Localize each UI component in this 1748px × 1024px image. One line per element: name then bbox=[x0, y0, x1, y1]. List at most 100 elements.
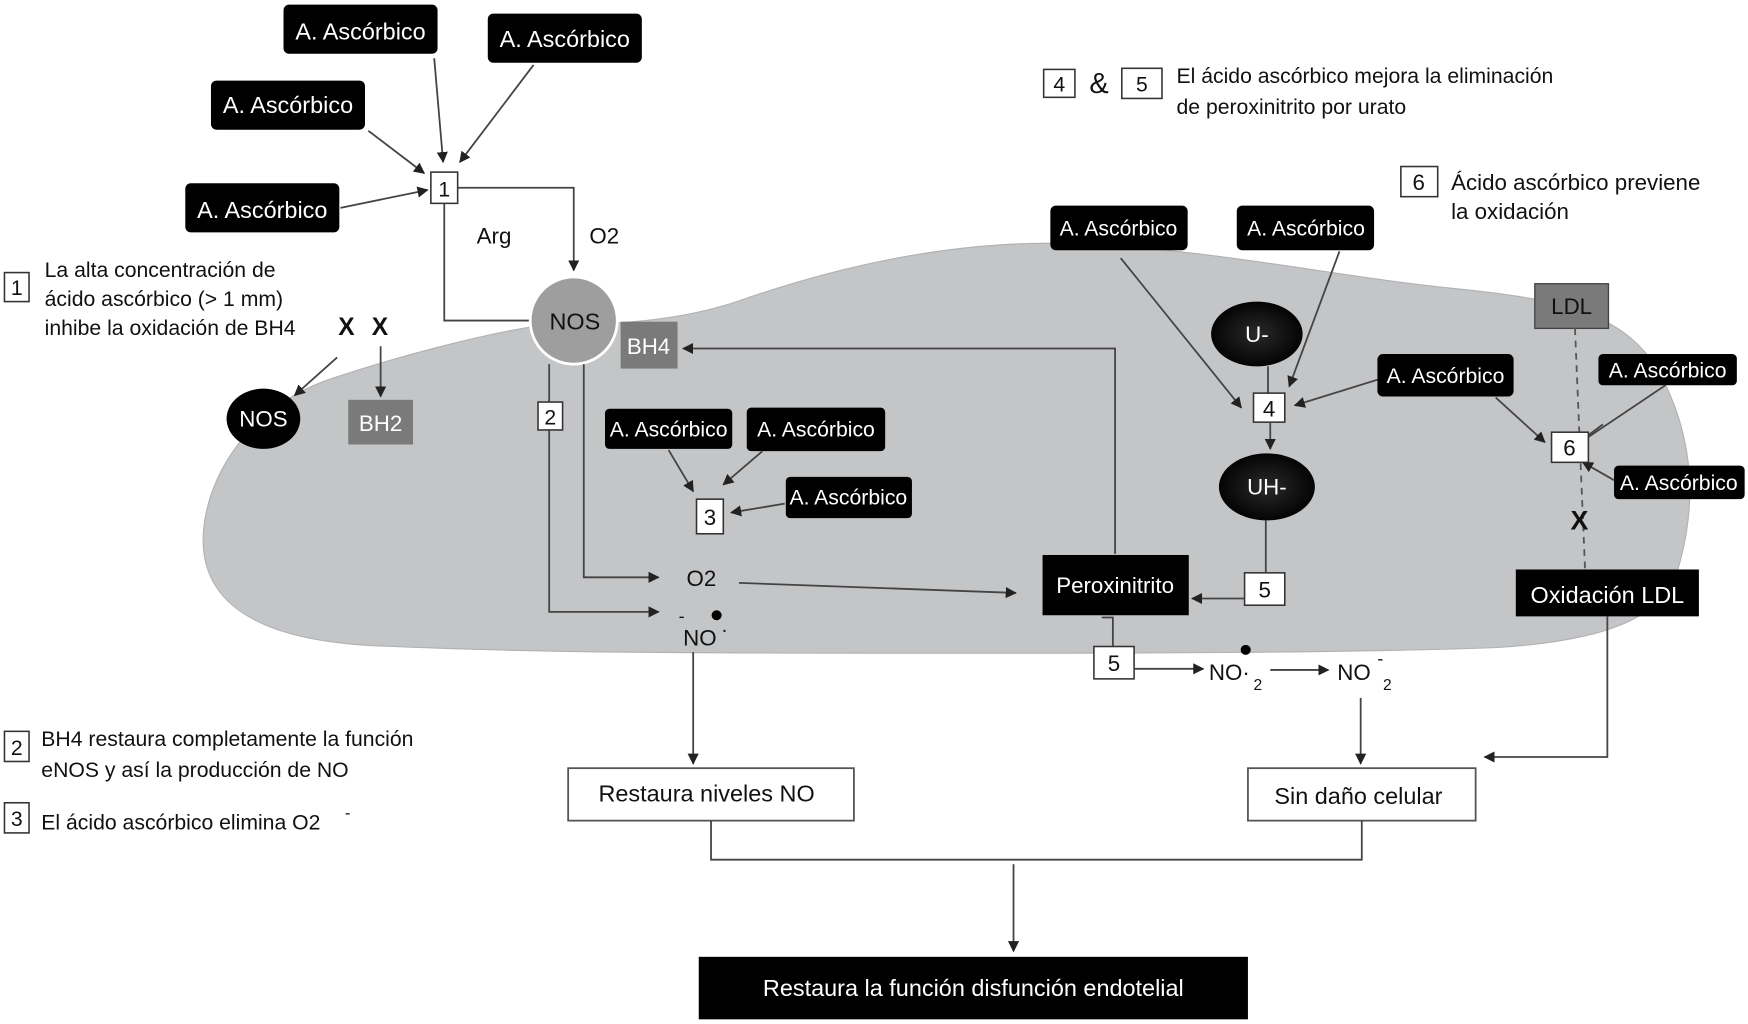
step-6-box bbox=[1550, 431, 1590, 464]
ascorbic-acid-box: A. Ascórbico bbox=[1236, 205, 1375, 251]
sin-dano-celular-label: Sin daño celular bbox=[1274, 783, 1442, 809]
svg-text:-: - bbox=[345, 803, 351, 822]
arrow-ascorbic-to-step3 bbox=[667, 449, 694, 493]
step-4-box bbox=[1252, 392, 1286, 423]
ldl-label: LDL bbox=[1551, 294, 1592, 319]
bh2-box bbox=[348, 399, 414, 445]
legend-item-1: 1 La alta concentración de ácido ascórbi… bbox=[3, 259, 296, 340]
svg-text:El ácido ascórbico mejora la e: El ácido ascórbico mejora la eliminación bbox=[1176, 65, 1553, 88]
legend-number: 1 bbox=[11, 277, 23, 300]
step-5-label: 5 bbox=[1258, 577, 1270, 602]
bh4-box bbox=[620, 321, 678, 369]
svg-text:6: 6 bbox=[1413, 170, 1425, 195]
arrow-ascorbic-to-step6 bbox=[1581, 461, 1615, 481]
legend-text-line: inhibe la oxidación de BH4 bbox=[45, 317, 296, 340]
step-6-label: 6 bbox=[1563, 436, 1575, 461]
no-radical-dot: · bbox=[721, 619, 728, 641]
step-2-box bbox=[537, 401, 564, 431]
svg-text:BH4 restaura completamente la: BH4 restaura completamente la función bbox=[41, 728, 413, 751]
svg-text:A. Ascórbico: A. Ascórbico bbox=[1609, 359, 1727, 382]
no2-subscript: 2 bbox=[1254, 677, 1263, 694]
u-minus-label: U- bbox=[1245, 322, 1269, 347]
inactive-nos-oval bbox=[226, 388, 301, 449]
svg-text:eNOS y así la producción de NO: eNOS y así la producción de NO bbox=[41, 759, 348, 782]
inhibition-x-mark: X bbox=[372, 314, 389, 341]
arrow-ascorbic-to-step3 bbox=[722, 450, 763, 486]
arrow-to-inactive-nos bbox=[293, 356, 338, 397]
svg-text:A. Ascórbico: A. Ascórbico bbox=[1387, 365, 1505, 388]
radical-dot-icon bbox=[1240, 644, 1251, 655]
ascorbic-acid-box: A. Ascórbico bbox=[185, 183, 340, 233]
svg-text:A. Ascórbico: A. Ascórbico bbox=[500, 26, 630, 52]
merge-connector bbox=[710, 820, 1363, 861]
arrow-nos-to-no bbox=[548, 364, 660, 618]
ldl-inhibition-x-mark: X bbox=[1571, 505, 1589, 535]
legend-text-line: La alta concentración de bbox=[45, 259, 276, 282]
svg-text:A. Ascórbico: A. Ascórbico bbox=[1247, 218, 1365, 241]
svg-text:3: 3 bbox=[11, 808, 23, 831]
arrow-nos-to-o2 bbox=[582, 364, 660, 583]
ldl-oxidation-label: Oxidación LDL bbox=[1530, 582, 1684, 608]
nos-enzyme-label: NOS bbox=[549, 308, 600, 334]
svg-text:5: 5 bbox=[1136, 74, 1148, 97]
svg-text:A. Ascórbico: A. Ascórbico bbox=[197, 197, 327, 223]
ascorbic-acid-box: A. Ascórbico bbox=[487, 13, 642, 63]
bh2-label: BH2 bbox=[359, 411, 402, 436]
ascorbic-acid-box: A. Ascórbico bbox=[785, 476, 912, 519]
restaura-niveles-no-label: Restaura niveles NO bbox=[598, 781, 814, 807]
line-arg-to-nos bbox=[443, 203, 532, 322]
svg-text:A. Ascórbico: A. Ascórbico bbox=[1060, 218, 1178, 241]
step-5b-box bbox=[1093, 645, 1135, 680]
arrow-ascorbic-to-step4 bbox=[1119, 257, 1242, 409]
svg-text:de peroxinitrito por urato: de peroxinitrito por urato bbox=[1176, 96, 1406, 119]
nitrite-superscript: - bbox=[1377, 648, 1383, 668]
endothelial-cell-shape bbox=[202, 242, 1691, 654]
ascorbic-acid-box: A. Ascórbico bbox=[746, 407, 886, 452]
ldl-box bbox=[1534, 283, 1610, 330]
svg-text:&: & bbox=[1089, 68, 1108, 100]
step-4-label: 4 bbox=[1263, 397, 1275, 422]
legend-item-6: 6 Ácido ascórbico previene la oxidación bbox=[1400, 165, 1700, 224]
arrow-o2-to-peroxinitrito bbox=[738, 581, 1017, 599]
line-ascorbic-to-step6 bbox=[1586, 384, 1666, 439]
inactive-nos-label: NOS bbox=[239, 407, 287, 432]
legend-item-2: 2 BH4 restaura completamente la función … bbox=[3, 728, 413, 782]
arrow-ascorbic-to-step3 bbox=[730, 502, 785, 517]
arrow-o2-to-nos bbox=[457, 186, 580, 272]
arrow-ascorbic-to-step4 bbox=[1293, 378, 1378, 408]
legend-item-3: 3 El ácido ascórbico elimina O2 - bbox=[3, 801, 351, 835]
legend-item-4-5: 4 & 5 El ácido ascórbico mejora la elimi… bbox=[1042, 65, 1553, 119]
line-peroxinitrito-to-step5 bbox=[1101, 616, 1114, 648]
svg-text:A. Ascórbico: A. Ascórbico bbox=[1620, 472, 1738, 495]
arrow-ascorbic-to-step1 bbox=[459, 64, 535, 163]
peroxinitrito-label: Peroxinitrito bbox=[1056, 573, 1174, 598]
svg-text:A. Ascórbico: A. Ascórbico bbox=[789, 487, 907, 510]
step-5b-label: 5 bbox=[1108, 651, 1120, 676]
nos-enzyme-circle bbox=[528, 275, 619, 366]
step-3-box bbox=[695, 498, 725, 535]
ldl-oxidation-dashed-line bbox=[1574, 328, 1586, 570]
final-outcome-box bbox=[698, 956, 1248, 1020]
step-2-label: 2 bbox=[544, 406, 556, 429]
arrow-ascorbic-to-step1 bbox=[433, 58, 448, 164]
o2-top-label: O2 bbox=[589, 224, 619, 249]
nitrite-label: NO bbox=[1337, 660, 1370, 685]
ldl-oxidation-box bbox=[1515, 569, 1699, 617]
arrow-ascorbic-to-step4 bbox=[1287, 251, 1341, 388]
ascorbic-acid-box: A. Ascórbico bbox=[210, 80, 366, 130]
svg-text:A. Ascórbico: A. Ascórbico bbox=[223, 92, 353, 118]
arrow-peroxinitrito-to-bh4 bbox=[682, 342, 1116, 554]
ascorbic-acid-box: A. Ascórbico bbox=[283, 4, 438, 54]
final-outcome-label: Restaura la función disfunción endotelia… bbox=[763, 975, 1184, 1001]
arg-label: Arg bbox=[477, 224, 512, 249]
urate-uh-minus-oval bbox=[1218, 453, 1315, 521]
step-3-label: 3 bbox=[704, 505, 716, 530]
arrow-ascorbic-to-step6 bbox=[1495, 396, 1546, 443]
no2-radical-label: NO· bbox=[1209, 660, 1250, 685]
sin-dano-celular-box bbox=[1247, 767, 1477, 822]
ascorbic-acid-box: A. Ascórbico bbox=[1614, 465, 1745, 500]
inhibition-x-mark: X bbox=[338, 314, 355, 341]
svg-text:Ácido ascórbico previene: Ácido ascórbico previene bbox=[1451, 170, 1700, 195]
svg-text:A. Ascórbico: A. Ascórbico bbox=[757, 419, 875, 442]
